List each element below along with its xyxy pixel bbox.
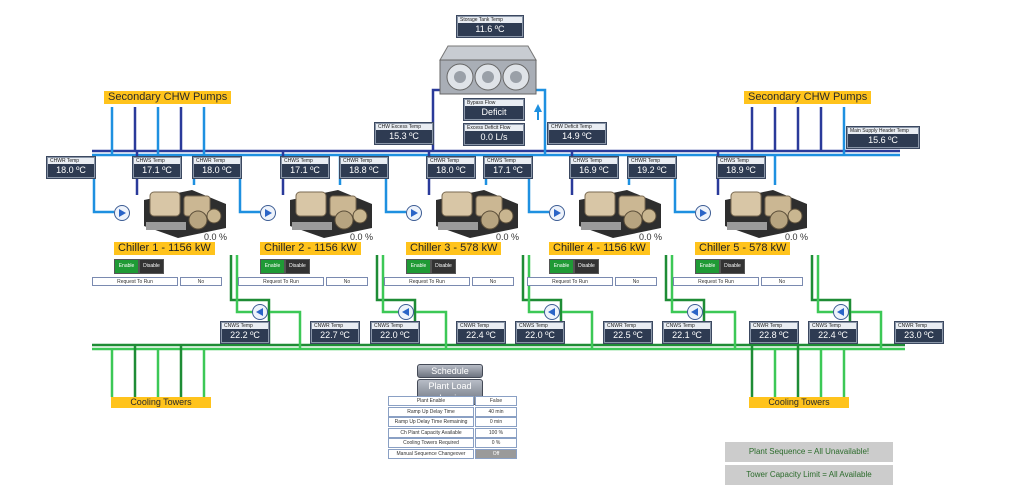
main-supply-header-temp: Main Supply Header Temp 15.6 ºC xyxy=(847,127,919,148)
request-to-run-row: Request To Run No xyxy=(384,277,514,286)
condenser-pump-icon[interactable] xyxy=(687,304,703,320)
chiller-enable-button[interactable]: Enable xyxy=(549,259,574,274)
request-to-run-row: Request To Run No xyxy=(238,277,368,286)
tower-capacity-status: Tower Capacity Limit = All Available xyxy=(725,465,893,485)
chiller-disable-button[interactable]: Disable xyxy=(285,259,310,274)
chiller-name-label: Chiller 3 - 578 kW xyxy=(406,242,502,255)
chw-excess-temp: CHW Excess Temp 15.3 ºC xyxy=(375,123,433,144)
chiller-enable-button[interactable]: Enable xyxy=(695,259,720,274)
chiller-disable-button[interactable]: Disable xyxy=(431,259,456,274)
chiller-icon[interactable] xyxy=(432,186,520,238)
chiller-name-label: Chiller 4 - 1156 kW xyxy=(549,242,650,255)
request-to-run-row: Request To Run No xyxy=(92,277,222,286)
condenser-pump-icon[interactable] xyxy=(833,304,849,320)
chiller-icon[interactable] xyxy=(721,186,809,238)
chiller-icon[interactable] xyxy=(575,186,663,238)
cooling-towers-label-left: Cooling Towers xyxy=(111,397,211,408)
storage-tank-temp: Storage Tank Temp 11.6 ºC xyxy=(457,16,523,37)
storage-tank-icon xyxy=(439,45,537,95)
chiller-name-label: Chiller 5 - 578 kW xyxy=(695,242,791,255)
chiller-disable-button[interactable]: Disable xyxy=(139,259,164,274)
chw-pump-icon[interactable] xyxy=(406,205,422,221)
chiller-icon[interactable] xyxy=(286,186,374,238)
chiller-disable-button[interactable]: Disable xyxy=(720,259,745,274)
request-to-run-row: Request To Run No xyxy=(527,277,657,286)
chiller-load: 0.0 % xyxy=(639,232,663,242)
chiller-enable-button[interactable]: Enable xyxy=(260,259,285,274)
chiller-enable-button[interactable]: Enable xyxy=(114,259,139,274)
secondary-chw-pumps-label-right: Secondary CHW Pumps xyxy=(744,91,872,104)
cooling-towers-label-right: Cooling Towers xyxy=(749,397,849,408)
condenser-pump-icon[interactable] xyxy=(398,304,414,320)
plant-sequence-status: Plant Sequence = All Unavailable! xyxy=(725,442,893,462)
chiller-load: 0.0 % xyxy=(204,232,228,242)
chiller-load: 0.0 % xyxy=(785,232,809,242)
condenser-pump-icon[interactable] xyxy=(252,304,268,320)
chw-deficit-temp: CHW Deficit Temp 14.9 ºC xyxy=(548,123,606,144)
chw-pump-icon[interactable] xyxy=(695,205,711,221)
schedule-button[interactable]: Schedule xyxy=(417,364,483,378)
chw-pump-icon[interactable] xyxy=(549,205,565,221)
chiller-name-label: Chiller 1 - 1156 kW xyxy=(114,242,215,255)
request-to-run-row: Request To Run No xyxy=(673,277,803,286)
chw-pump-icon[interactable] xyxy=(260,205,276,221)
excess-deficit-flow: Excess Deficit Flow 0.0 L/s xyxy=(464,124,524,145)
chiller-icon[interactable] xyxy=(140,186,228,238)
chiller-disable-button[interactable]: Disable xyxy=(574,259,599,274)
chw-pump-icon[interactable] xyxy=(114,205,130,221)
chiller-load: 0.0 % xyxy=(496,232,520,242)
secondary-chw-pumps-label-left: Secondary CHW Pumps xyxy=(104,91,232,104)
chiller-name-label: Chiller 2 - 1156 kW xyxy=(260,242,361,255)
bypass-flow: Bypass Flow Deficit xyxy=(464,99,524,120)
condenser-pump-icon[interactable] xyxy=(544,304,560,320)
chiller-load: 0.0 % xyxy=(350,232,374,242)
chiller-enable-button[interactable]: Enable xyxy=(406,259,431,274)
